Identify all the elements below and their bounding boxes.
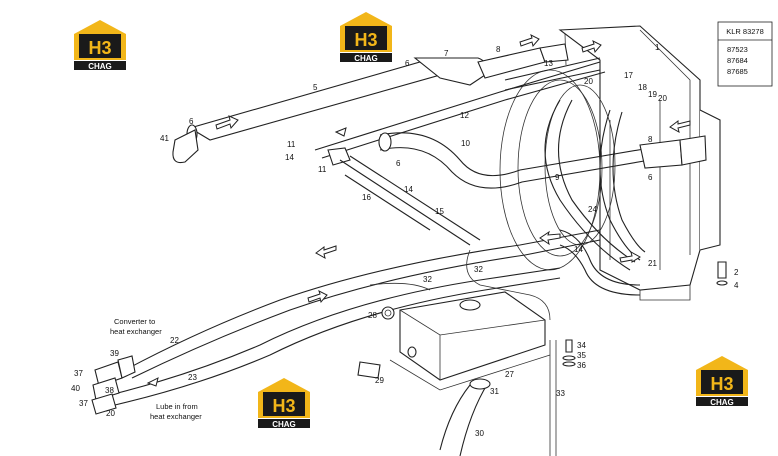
logo: H3 CHAG (340, 12, 392, 63)
logo-word: CHAG (354, 54, 378, 63)
callout: 10 (461, 139, 470, 148)
callout: 23 (188, 373, 197, 382)
reference-box: KLR 83278 87523 87684 87685 (717, 21, 773, 87)
pipe-5 (172, 43, 569, 164)
ref-box-title: KLR 83278 (726, 27, 764, 36)
logo-letters: H3 (710, 374, 733, 394)
callout: 37 (79, 399, 88, 408)
note-converter-line2: heat exchanger (110, 327, 162, 336)
callout: 6 (648, 173, 653, 182)
callout: 5 (313, 83, 318, 92)
callout: 22 (170, 336, 179, 345)
callout: 29 (375, 376, 384, 385)
hose-30-31 (439, 378, 491, 456)
callout: 13 (544, 59, 553, 68)
callout: 28 (368, 311, 377, 320)
callout: 11 (287, 140, 296, 149)
callout: 33 (556, 389, 565, 398)
callout: 6 (189, 117, 194, 126)
callout: 12 (460, 111, 469, 120)
flow-arrows (146, 34, 691, 387)
hose-10 (378, 132, 707, 189)
hose-9-24 (544, 99, 646, 271)
callout: 21 (648, 259, 657, 268)
callout: 9 (555, 173, 560, 182)
callout: 20 (584, 77, 593, 86)
note-converter-line1: Converter to (114, 317, 155, 326)
callout: 14 (404, 185, 413, 194)
callout: 19 (648, 90, 657, 99)
callout: 24 (588, 205, 597, 214)
callout: 15 (435, 207, 444, 216)
callout: 20 (106, 409, 115, 418)
ref-box-line: 87684 (727, 56, 748, 65)
callout: 14 (574, 245, 583, 254)
callout: 27 (505, 370, 514, 379)
logo-letters: H3 (88, 38, 111, 58)
callout: 35 (577, 351, 586, 360)
logo-word: CHAG (710, 398, 734, 407)
callout: 4 (734, 281, 739, 290)
callouts: 1 2 4 5 6 6 6 6 7 8 8 9 10 11 11 12 13 1… (71, 43, 739, 438)
callout: 40 (71, 384, 80, 393)
hose-32-33 (369, 249, 557, 456)
logo: H3 CHAG (696, 356, 748, 407)
reservoir-tank (389, 291, 551, 391)
callout: 18 (638, 83, 647, 92)
callout: 6 (396, 159, 401, 168)
callout: 32 (423, 275, 432, 284)
ref-box-line: 87523 (727, 45, 748, 54)
small-parts (357, 261, 728, 379)
callout: 14 (285, 153, 294, 162)
return-hoses (109, 229, 641, 406)
callout: 36 (577, 361, 586, 370)
pipe-15-16 (327, 147, 481, 246)
logo-letters: H3 (272, 396, 295, 416)
ref-box-line: 87685 (727, 67, 748, 76)
callout: 20 (658, 94, 667, 103)
callout: 8 (648, 135, 653, 144)
note-lube-line1: Lube in from (156, 402, 198, 411)
callout: 2 (734, 268, 739, 277)
note-lube-line2: heat exchanger (150, 412, 202, 421)
callout: 34 (577, 341, 586, 350)
callout: 31 (490, 387, 499, 396)
logo: H3 CHAG (258, 378, 310, 429)
fittings-left (91, 355, 136, 415)
callout: 16 (362, 193, 371, 202)
notes: Converter to heat exchanger Lube in from… (110, 317, 202, 421)
callout: 11 (318, 165, 327, 174)
logo: H3 CHAG (74, 20, 126, 71)
callout: 1 (655, 43, 660, 52)
callout: 32 (474, 265, 483, 274)
callout: 6 (405, 59, 410, 68)
callout: 38 (105, 386, 114, 395)
callout: 30 (475, 429, 484, 438)
callout: 37 (74, 369, 83, 378)
callout: 41 (160, 134, 169, 143)
callout: 7 (444, 49, 449, 58)
callout: 39 (110, 349, 119, 358)
logo-word: CHAG (88, 62, 112, 71)
logo-letters: H3 (354, 30, 377, 50)
callout: 17 (624, 71, 633, 80)
callout: 8 (496, 45, 501, 54)
logo-word: CHAG (272, 420, 296, 429)
